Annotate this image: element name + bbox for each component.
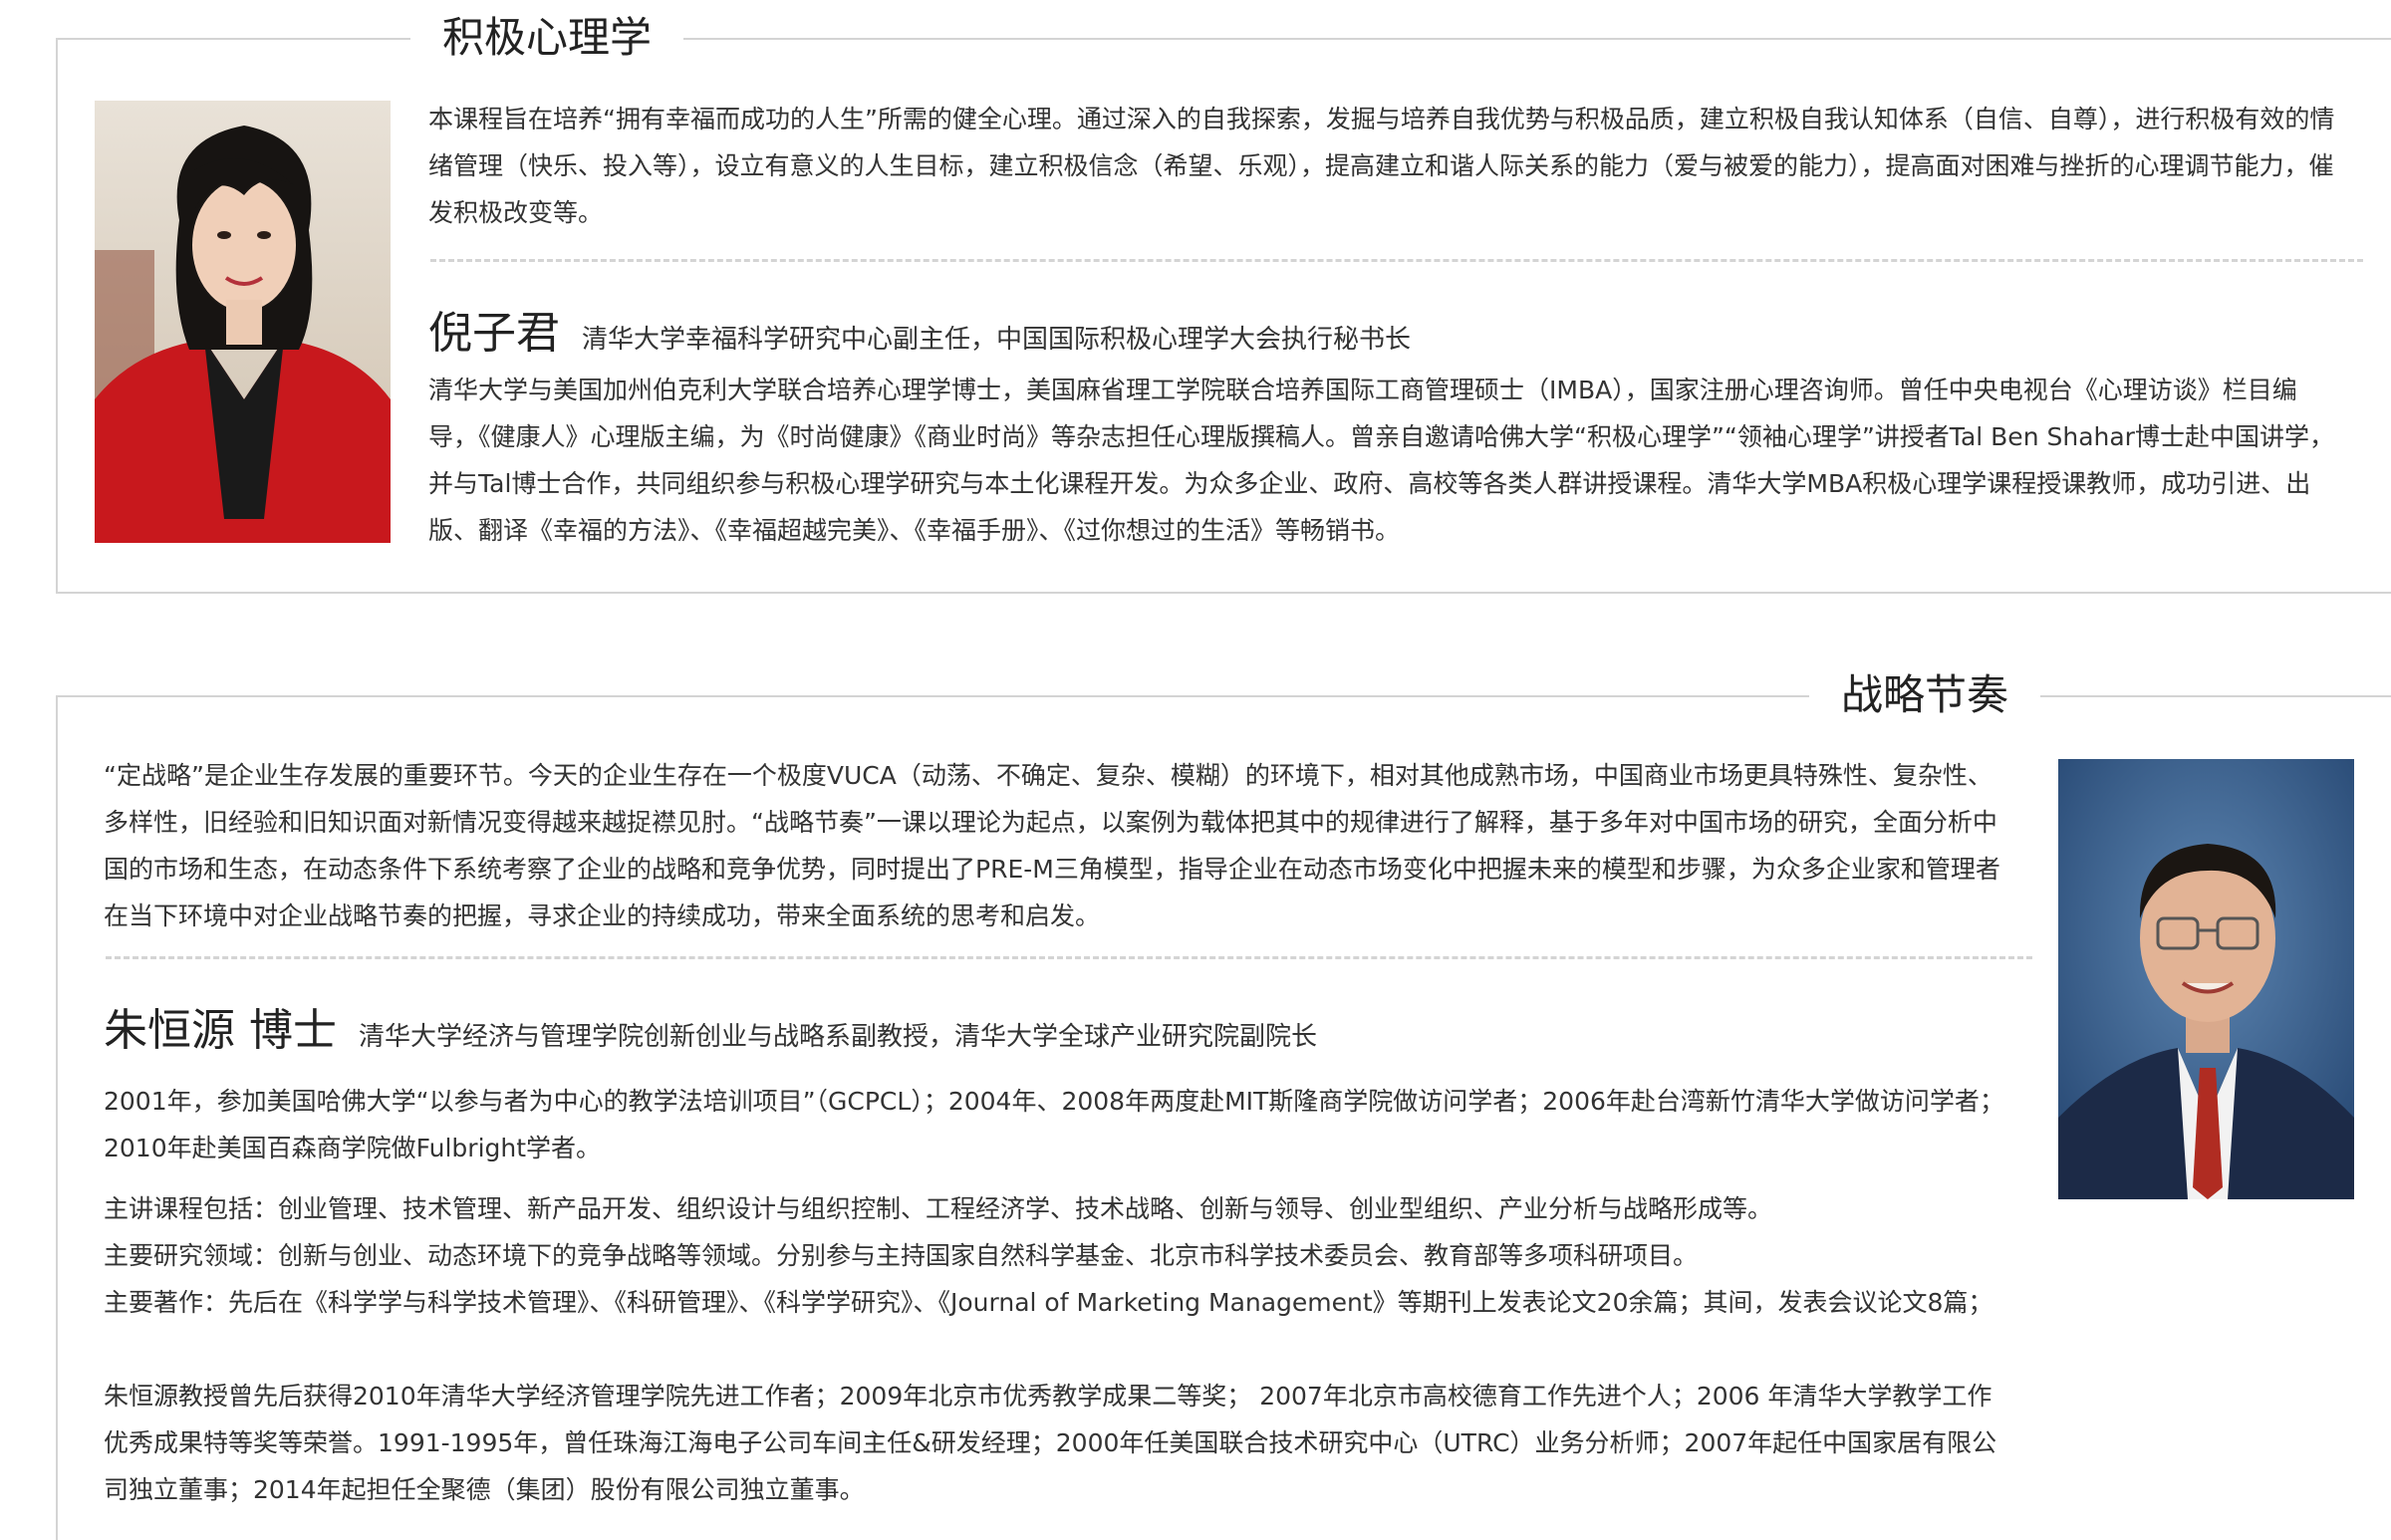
course-description: “定战略”是企业生存发展的重要环节。今天的企业生存在一个极度VUCA（动荡、不确… [104, 761, 2000, 930]
instructor-courses: 主讲课程包括：创业管理、技术管理、新产品开发、组织设计与组织控制、工程经济学、技… [104, 1194, 1773, 1223]
divider [430, 259, 2363, 262]
instructor-title: 清华大学幸福科学研究中心副主任，中国国际积极心理学大会执行秘书长 [582, 325, 1412, 355]
section-title: 积极心理学 [410, 10, 684, 66]
instructor-honors: 朱恒源教授曾先后获得2010年清华大学经济管理学院先进工作者；2009年北京市优… [104, 1382, 1997, 1504]
instructor-name: 倪子君 [428, 308, 560, 359]
course-section-positive-psychology [56, 38, 2391, 594]
instructor-header: 倪子君清华大学幸福科学研究中心副主任，中国国际积极心理学大会执行秘书长 [428, 297, 1411, 361]
instructor-publications: 主要著作：先后在《科学学与科学技术管理》、《科研管理》、《科学学研究》、《Jou… [104, 1288, 1993, 1317]
instructor-bio: 2001年，参加美国哈佛大学“以参与者为中心的教学法培训项目”（GCPCL）；2… [104, 1087, 2004, 1162]
instructor-research: 主要研究领域：创新与创业、动态环境下的竞争战略等领域。分别参与主持国家自然科学基… [104, 1241, 1699, 1270]
course-description: 本课程旨在培养“拥有幸福而成功的人生”所需的健全心理。通过深入的自我探索，发掘与… [428, 105, 2335, 227]
divider [106, 956, 2032, 959]
instructor-header: 朱恒源 博士清华大学经济与管理学院创新创业与战略系副教授，清华大学全球产业研究院… [104, 994, 1317, 1058]
instructor-title: 清华大学经济与管理学院创新创业与战略系副教授，清华大学全球产业研究院副院长 [359, 1022, 1318, 1052]
instructor-photo [2058, 759, 2354, 1199]
instructor-name: 朱恒源 博士 [104, 1005, 337, 1056]
section-title: 战略节奏 [1809, 667, 2041, 723]
instructor-photo [95, 101, 391, 543]
instructor-bio: 清华大学与美国加州伯克利大学联合培养心理学博士，美国麻省理工学院联合培养国际工商… [428, 376, 2334, 545]
course-section-strategic-rhythm [56, 695, 2391, 1540]
